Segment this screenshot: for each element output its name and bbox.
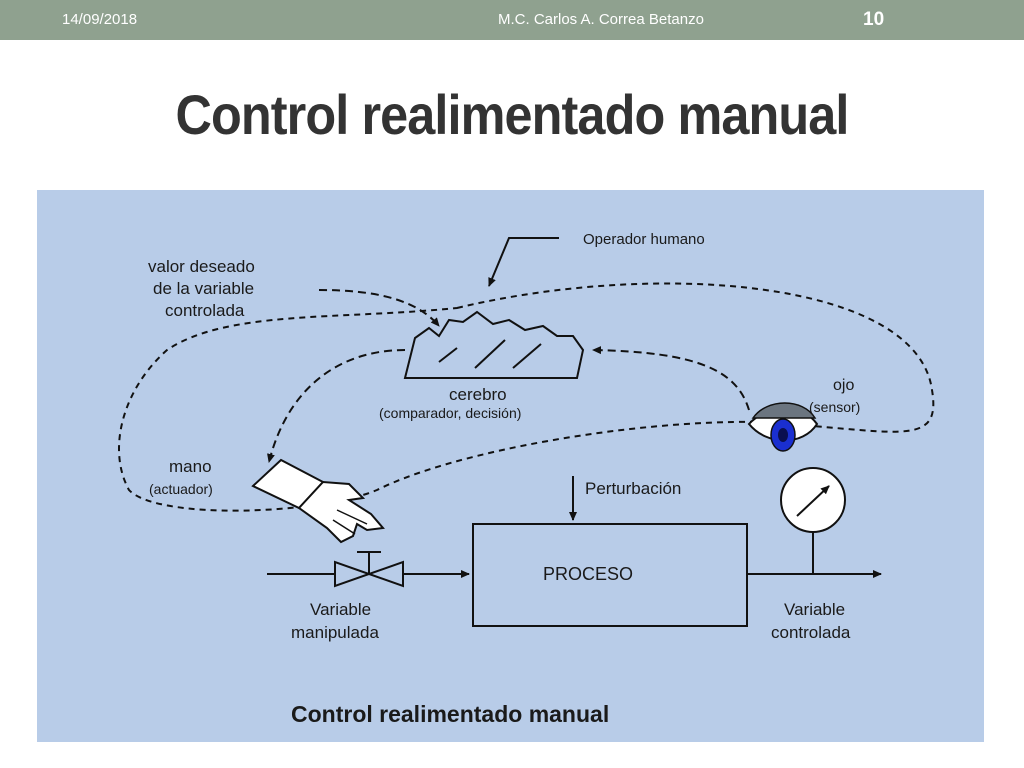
diagram-caption: Control realimentado manual [291,701,609,727]
gauge-icon [780,467,846,533]
controlled-variable-label-2: controlada [771,623,851,642]
perturbation-label: Perturbación [585,479,681,498]
process-label: PROCESO [543,564,633,584]
page-number: 10 [863,9,885,30]
operator-loop [117,282,935,512]
eye-icon [747,402,819,452]
brain-sublabel: (comparador, decisión) [379,405,521,421]
eye-sublabel: (sensor) [809,399,860,415]
slide-author: M.C. Carlos A. Correa Betanzo [498,11,704,28]
brain-label: cerebro [449,385,507,404]
brain-shape [403,310,585,379]
hand-label: mano [169,457,212,476]
setpoint-label-line3: controlada [165,301,245,320]
setpoint-label-line2: de la variable [153,279,254,298]
manipulated-variable-label-1: Variable [310,600,371,619]
operator-label: Operador humano [583,231,705,248]
slide-date: 14/09/2018 [62,11,138,28]
setpoint-label-line1: valor deseado [148,257,255,276]
eye-label: ojo [833,377,854,394]
controlled-variable-label-1: Variable [784,600,845,619]
operator-pointer [488,237,559,287]
hand-icon [251,458,385,544]
feedback-diagram: Operador humano valor deseado de la vari… [37,190,984,742]
setpoint-arrow [318,289,440,327]
manipulated-variable-label-2: manipulada [291,623,379,642]
brain-to-hand-arrow [267,349,406,463]
eye-to-brain-arrow [592,346,750,411]
valve-icon [334,551,404,588]
hand-sublabel: (actuador) [149,481,213,497]
slide-title: Control realimentado manual [175,83,849,146]
header-bar: 14/09/2018 M.C. Carlos A. Correa Betanzo… [0,0,1024,40]
